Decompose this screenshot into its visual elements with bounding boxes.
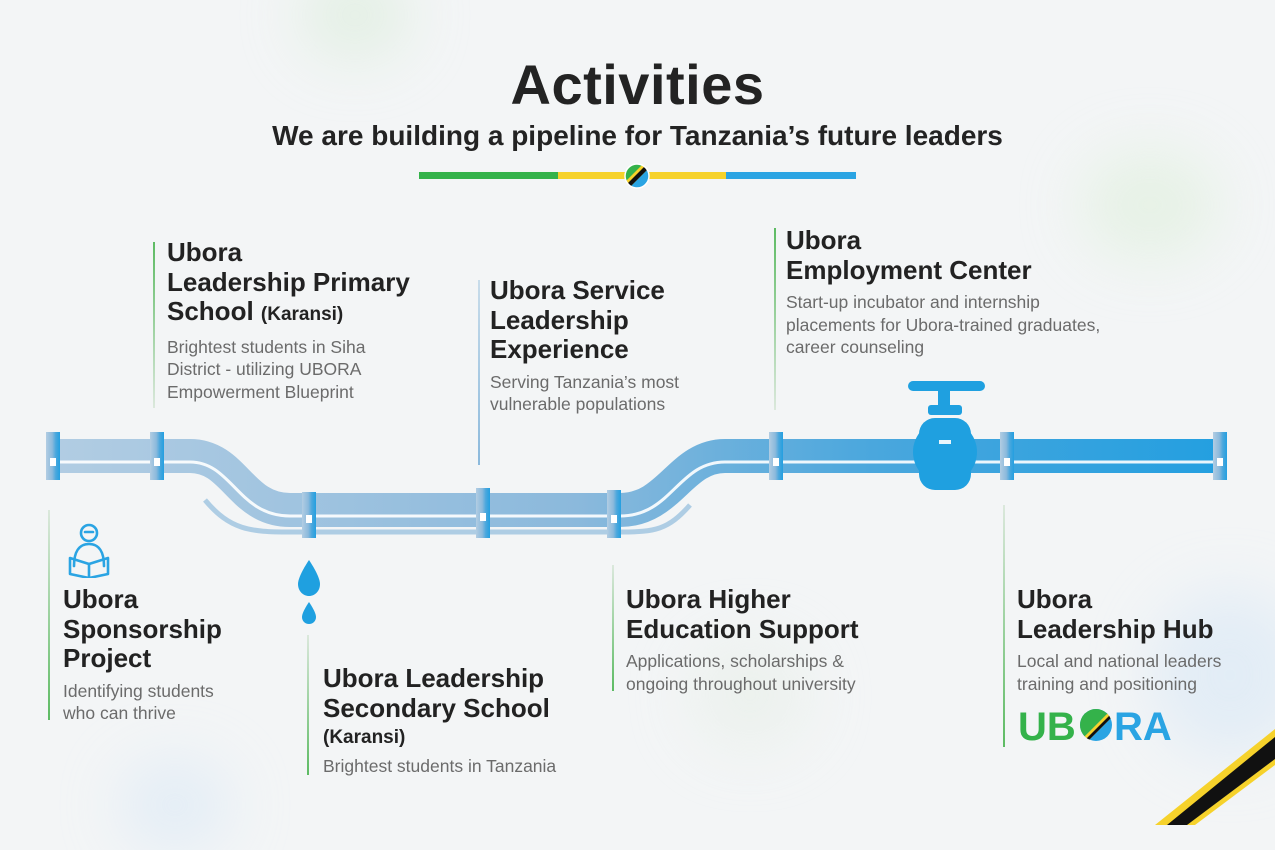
activity-description: Start-up incubator and internship placem… xyxy=(786,292,1101,357)
page-subtitle: We are building a pipeline for Tanzania’… xyxy=(272,120,1003,151)
activity-title: Ubora Leadership Hub xyxy=(1017,584,1214,644)
activity-higher-education: Ubora Higher Education Support Applicati… xyxy=(626,584,859,695)
corner-flag-stripe xyxy=(1155,729,1275,825)
pipe-body xyxy=(48,439,1225,535)
flag-bar-green xyxy=(419,172,558,179)
bg-blob xyxy=(690,640,810,750)
activity-title: Ubora Employment Center xyxy=(786,225,1032,285)
water-drop-icon xyxy=(298,560,320,624)
activity-title: Ubora Leadership Secondary School xyxy=(323,663,550,723)
activity-title-location: (Karansi) xyxy=(323,727,406,748)
connector-line xyxy=(612,565,614,691)
ubora-logo: UB RA xyxy=(1018,705,1172,746)
connector-line xyxy=(153,242,155,408)
connector-line xyxy=(1003,505,1005,747)
connector-line xyxy=(48,510,50,720)
svg-text:UB: UB xyxy=(1018,705,1076,746)
pipeline-graphic xyxy=(46,381,1227,538)
bg-blob xyxy=(1150,590,1275,760)
bg-blob xyxy=(1080,150,1220,260)
svg-text:RA: RA xyxy=(1114,705,1172,746)
connector-line xyxy=(307,635,309,775)
connector-line xyxy=(478,280,480,465)
student-reading-icon xyxy=(68,523,110,578)
activity-title: Ubora Higher Education Support xyxy=(626,584,859,644)
activity-leadership-hub: Ubora Leadership Hub Local and national … xyxy=(1017,584,1222,695)
activity-primary-school: Ubora Leadership Primary School (Karansi… xyxy=(167,237,410,403)
activity-service-leadership: Ubora Service Leadership Experience Serv… xyxy=(490,275,680,416)
connector-line xyxy=(774,228,776,410)
activity-description: Identifying students who can thrive xyxy=(63,680,214,724)
flag-bar-blue xyxy=(726,172,856,179)
tanzania-flag-icon xyxy=(624,163,650,189)
activity-description: Applications, scholarships & ongoing thr… xyxy=(626,651,856,694)
activity-description: Serving Tanzania’s most vulnerable popul… xyxy=(490,371,680,415)
activity-sponsorship: Ubora Sponsorship Project Identifying st… xyxy=(63,584,222,725)
activity-description: Brightest students in Siha District - ut… xyxy=(167,336,366,402)
activity-title: Ubora Leadership Primary School (Karansi… xyxy=(167,237,410,326)
activity-title: Ubora Sponsorship Project xyxy=(63,584,222,673)
activity-employment-center: Ubora Employment Center Start-up incubat… xyxy=(786,225,1101,359)
activity-title: Ubora Service Leadership Experience xyxy=(490,275,665,364)
activity-description: Brightest students in Tanzania xyxy=(323,756,557,776)
activity-description: Local and national leaders training and … xyxy=(1017,651,1222,694)
activity-secondary-school: Ubora Leadership Secondary School (Karan… xyxy=(323,663,557,778)
valve-icon xyxy=(908,381,985,490)
page-title: Activities xyxy=(510,53,765,116)
